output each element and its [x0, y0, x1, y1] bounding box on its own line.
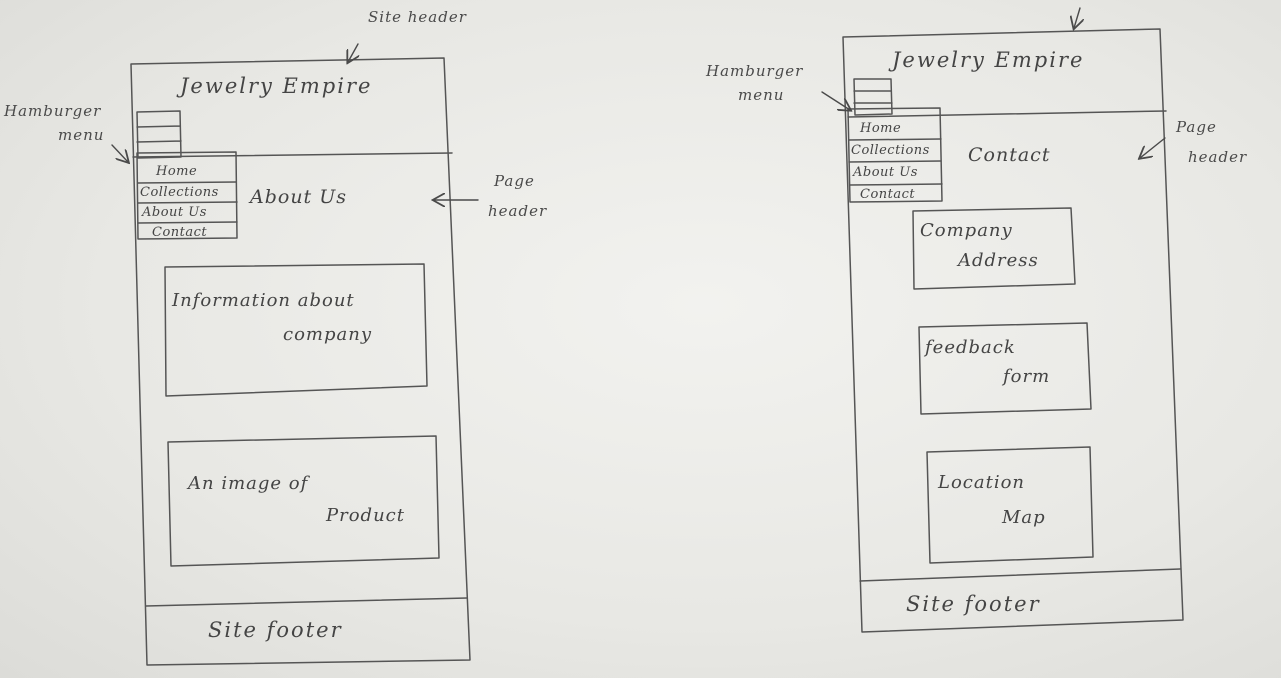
left-site-header-arrow [348, 43, 358, 62]
right-menu-item-about-us: About Us [853, 165, 918, 180]
left-info-box [164, 263, 428, 397]
right-hamburger-arrow [821, 91, 850, 110]
left-hamburger-annotation-line2: menu [58, 126, 105, 144]
right-page-header: Contact [968, 144, 1051, 166]
right-site-footer: Site footer [906, 592, 1041, 616]
left-page-header-annotation-line1: Page [494, 172, 535, 190]
right-feedback-box-line2: form [1003, 366, 1051, 387]
right-footer-divider [859, 568, 1181, 582]
right-feedback-box-line1: feedback [925, 337, 1016, 358]
right-address-box-line1: Company [920, 220, 1013, 241]
right-page-header-annotation-line1: Page [1176, 118, 1217, 136]
right-hamburger-annotation-line2: menu [738, 86, 785, 104]
left-menu-item-about-us: About Us [142, 205, 207, 220]
left-site-title: Jewelry Empire [180, 74, 373, 98]
right-header-divider [847, 110, 1167, 118]
right-menu-item-collections: Collections [851, 143, 930, 158]
right-feedback-box [918, 322, 1092, 415]
left-menu-item-home: Home [156, 164, 198, 179]
left-footer-divider [145, 597, 468, 607]
right-menu-item-home: Home [860, 121, 902, 136]
left-site-header-annotation: Site header [368, 8, 467, 26]
right-menu-item-contact: Contact [860, 187, 916, 202]
right-menu-outline [847, 107, 943, 203]
left-hamburger-icon [136, 110, 182, 159]
left-hamburger-annotation-line1: Hamburger [4, 102, 102, 120]
right-page-header-arrow [1140, 137, 1166, 158]
left-header-divider [132, 152, 453, 158]
left-page-header-annotation-line2: header [488, 202, 548, 220]
left-menu-item-contact: Contact [152, 225, 208, 240]
left-image-box [167, 435, 440, 567]
left-phone-outline [130, 57, 471, 666]
right-site-title: Jewelry Empire [892, 48, 1085, 72]
right-address-box [912, 207, 1076, 290]
right-hamburger-annotation-line1: Hamburger [706, 62, 804, 80]
right-map-box-line1: Location [938, 472, 1026, 493]
left-info-box-line2: company [283, 324, 373, 345]
right-map-box-line2: Map [1002, 507, 1046, 528]
left-hamburger-arrow [111, 144, 128, 162]
right-phone-outline [842, 28, 1184, 633]
left-info-box-line1: Information about [172, 290, 355, 311]
right-map-box [926, 446, 1094, 564]
left-menu-outline [136, 151, 238, 240]
left-page-header: About Us [250, 186, 347, 208]
right-top-arrow [1074, 7, 1080, 28]
left-image-box-line2: Product [326, 505, 405, 526]
left-image-box-line1: An image of [188, 473, 309, 494]
left-site-footer: Site footer [208, 618, 343, 642]
right-address-box-line2: Address [958, 250, 1039, 271]
left-menu-item-collections: Collections [140, 185, 219, 200]
right-page-header-annotation-line2: header [1188, 148, 1248, 166]
right-hamburger-icon [853, 78, 893, 116]
